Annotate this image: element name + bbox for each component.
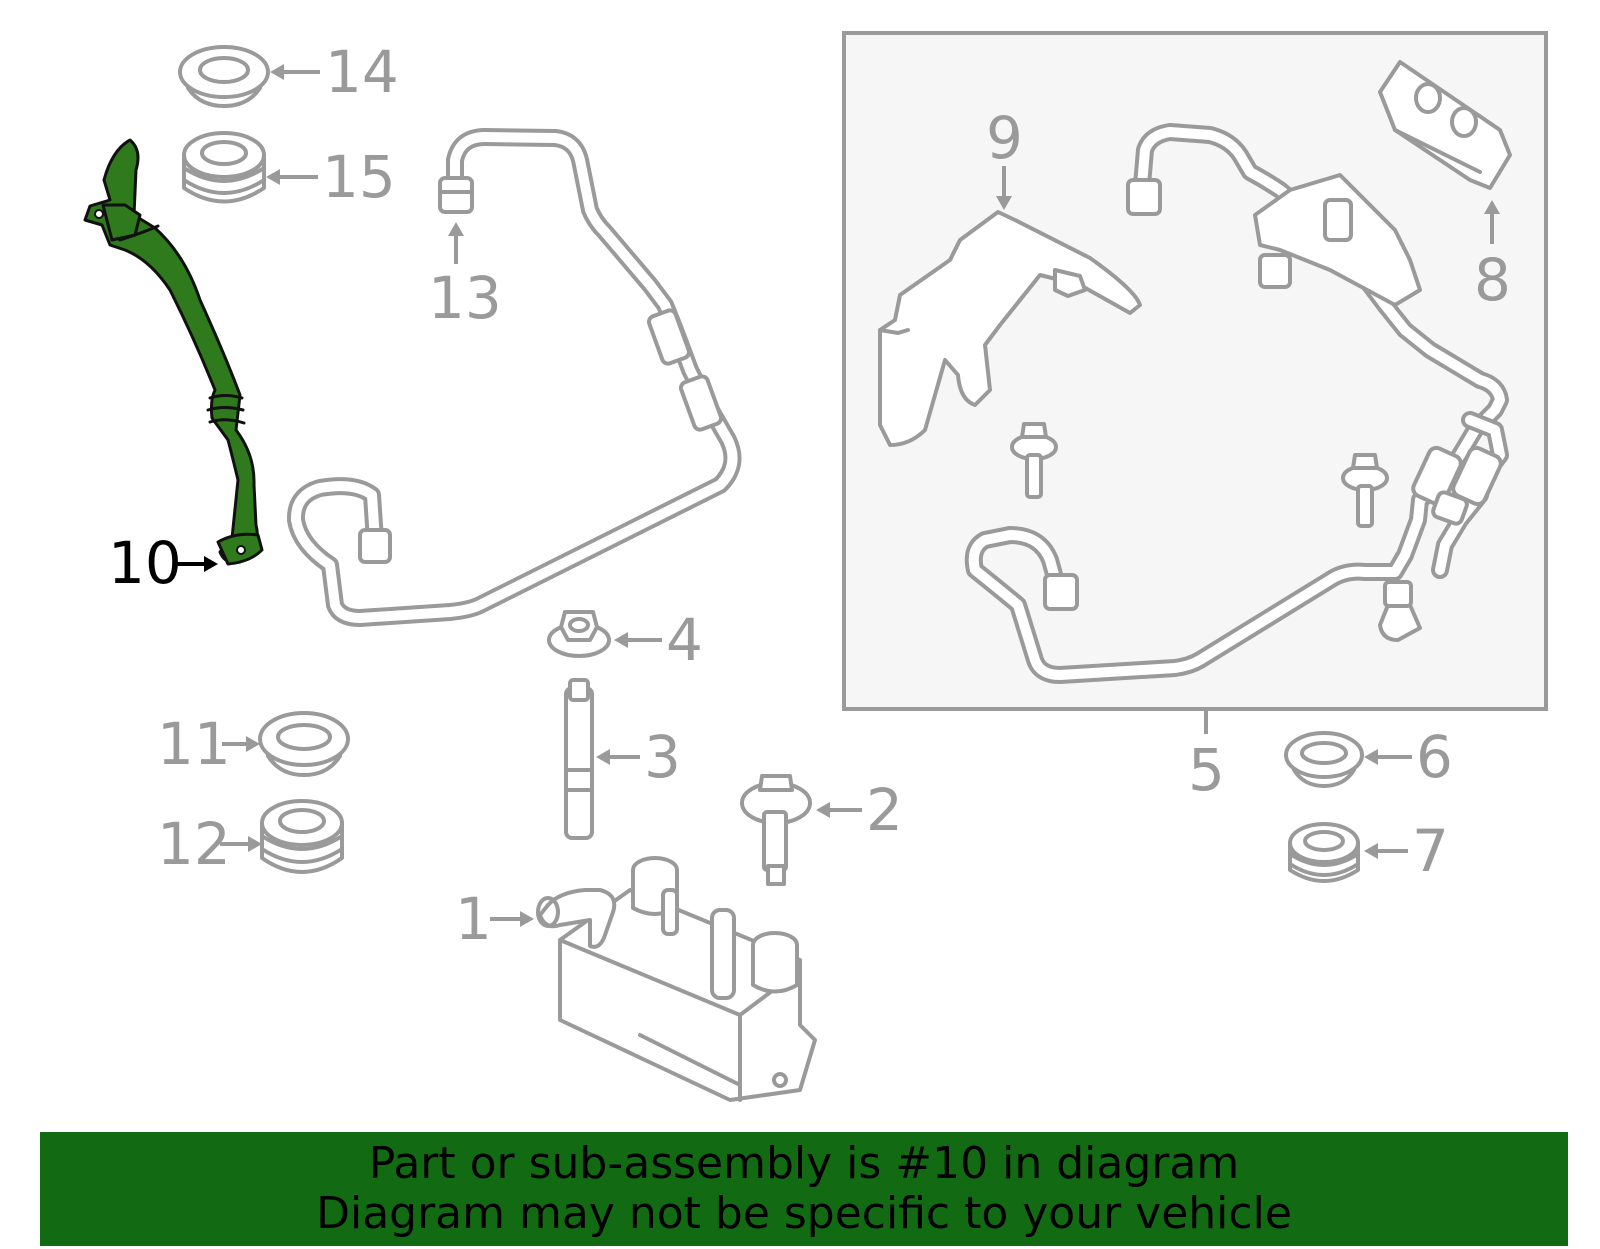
svg-text:14: 14	[325, 38, 399, 106]
callout-3: 3	[596, 723, 681, 791]
callout-9: 9	[986, 104, 1023, 210]
banner-line-disclaimer: Diagram may not be specific to your vehi…	[316, 1188, 1292, 1239]
svg-text:13: 13	[428, 264, 502, 332]
callout-2: 2	[816, 776, 903, 844]
part-13-oil-cooler-tube[interactable]	[287, 128, 742, 627]
svg-text:1: 1	[455, 885, 492, 953]
svg-text:2: 2	[866, 776, 903, 844]
banner-line-part-number: Part or sub-assembly is #10 in diagram	[368, 1138, 1240, 1189]
part-7-seal[interactable]	[1288, 822, 1360, 883]
callout-14: 14	[270, 38, 399, 106]
callout-6: 6	[1364, 723, 1453, 791]
svg-text:4: 4	[666, 606, 703, 674]
svg-text:9: 9	[986, 104, 1023, 172]
part-14-grommet[interactable]	[178, 45, 270, 108]
callout-11: 11	[157, 710, 260, 778]
svg-text:6: 6	[1416, 723, 1453, 791]
callout-8: 8	[1474, 200, 1511, 314]
part-9-bracket[interactable]	[878, 210, 1142, 447]
callout-1: 1	[455, 885, 534, 953]
part-6-grommet[interactable]	[1284, 731, 1364, 788]
callout-10: 10	[108, 529, 218, 597]
svg-text:8: 8	[1474, 246, 1511, 314]
part-4-nut[interactable]	[547, 610, 611, 658]
callout-7: 7	[1364, 817, 1449, 885]
callout-5: 5	[1188, 736, 1225, 804]
part-12-seal[interactable]	[260, 799, 344, 874]
callout-15: 15	[266, 143, 396, 211]
part-3-stud[interactable]	[564, 678, 594, 840]
part-15-seal[interactable]	[182, 131, 266, 204]
svg-text:15: 15	[322, 143, 396, 211]
part-8-clip[interactable]	[1378, 60, 1512, 190]
svg-text:10: 10	[108, 529, 182, 597]
callout-4: 4	[614, 606, 703, 674]
inset-bolt-left	[1010, 422, 1058, 499]
part-2-bolt[interactable]	[740, 774, 812, 886]
callout-13: 13	[428, 222, 502, 332]
callout-12: 12	[157, 810, 262, 878]
svg-text:3: 3	[644, 723, 681, 791]
part-5-tube-assembly[interactable]	[964, 123, 1509, 684]
svg-text:11: 11	[157, 710, 231, 778]
part-11-grommet[interactable]	[258, 711, 350, 777]
info-banner: Part or sub-assembly is #10 in diagram D…	[40, 1132, 1568, 1246]
part-1-oil-cooler[interactable]	[536, 856, 817, 1102]
svg-text:12: 12	[157, 810, 231, 878]
inset-bolt-right	[1341, 453, 1389, 528]
part-10-oil-cooler-tube[interactable]	[83, 138, 264, 566]
svg-text:7: 7	[1412, 817, 1449, 885]
svg-text:5: 5	[1188, 736, 1225, 804]
